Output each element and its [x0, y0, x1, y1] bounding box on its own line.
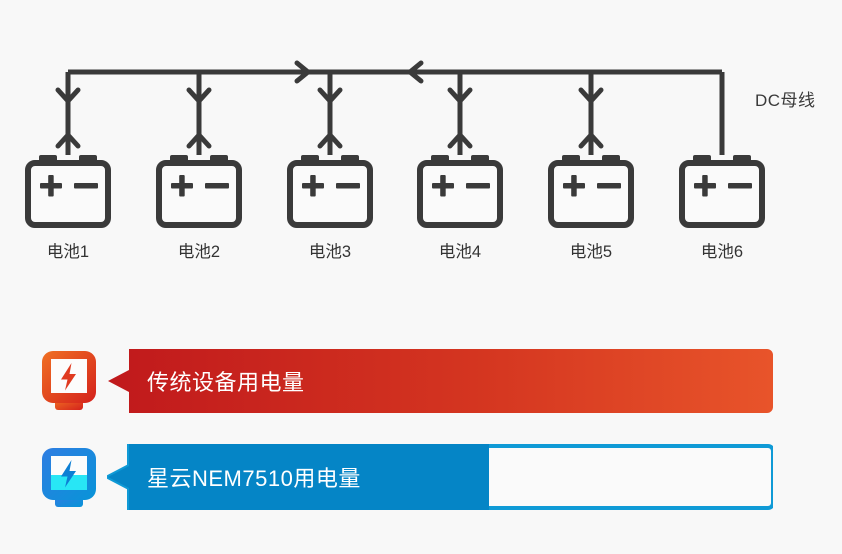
nebula-usage-fill: [108, 444, 489, 510]
bus-flow-arrowheads: [294, 60, 424, 84]
battery-icon-1: [28, 155, 108, 225]
down-arrow-icon-4: [447, 87, 473, 104]
battery-label-4: 电池4: [438, 243, 482, 261]
branch-arrowheads: [55, 87, 604, 149]
battery-label-5: 电池5: [569, 243, 613, 261]
down-arrow-icon-2: [186, 87, 212, 104]
battery-icon-5: [551, 155, 631, 225]
battery-label-1: 电池1: [46, 243, 90, 261]
down-arrow-icon-1: [55, 87, 81, 104]
bus-wiring: [65, 69, 725, 155]
battery-label-6: 电池6: [700, 243, 744, 261]
battery-icon-3: [290, 155, 370, 225]
dc-bus-label: DC母线: [755, 91, 816, 110]
flow-arrow-left-icon: [407, 60, 424, 84]
up-arrow-icon-3: [317, 132, 343, 149]
power-meter-blue-icon: [42, 448, 96, 507]
flow-arrow-right-icon: [294, 60, 311, 84]
down-arrow-icon-3: [317, 87, 343, 104]
down-arrow-icon-5: [578, 87, 604, 104]
battery-icon-6: [682, 155, 762, 225]
battery-glyph-group: [28, 155, 762, 225]
battery-icon-2: [159, 155, 239, 225]
nebula-usage-bar: [107, 444, 773, 510]
battery-icon-4: [420, 155, 500, 225]
battery-label-2: 电池2: [177, 243, 221, 261]
up-arrow-icon-4: [447, 132, 473, 149]
traditional-usage-bar: [108, 349, 773, 413]
up-arrow-icon-1: [55, 132, 81, 149]
dc-bus-circuit-diagram: [0, 60, 842, 300]
up-arrow-icon-2: [186, 132, 212, 149]
power-meter-red-icon: [42, 351, 96, 410]
up-arrow-icon-5: [578, 132, 604, 149]
battery-label-3: 电池3: [308, 243, 352, 261]
